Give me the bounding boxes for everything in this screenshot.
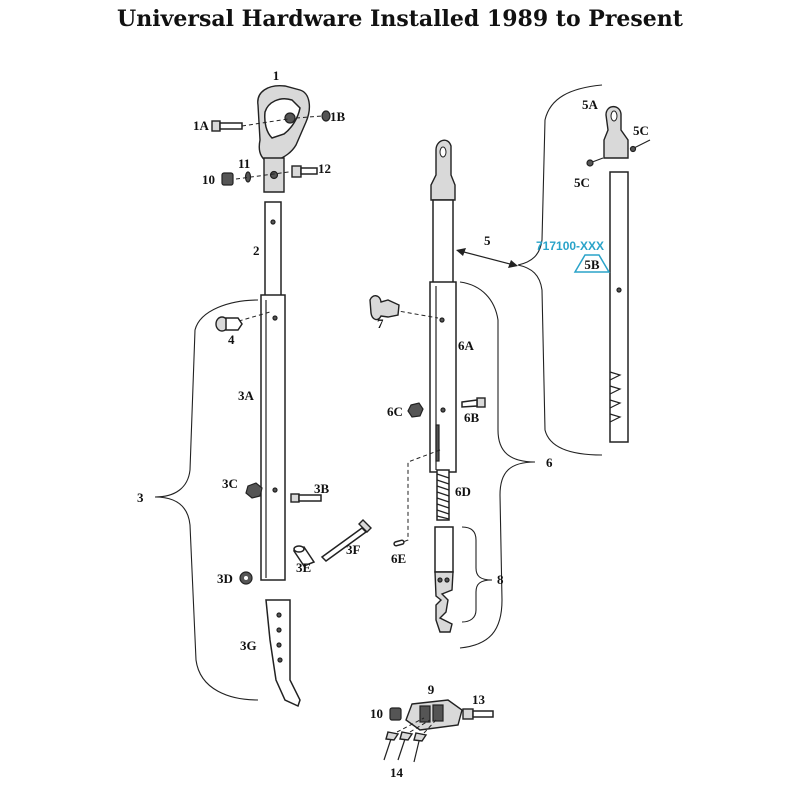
part-5b-rail [609, 171, 629, 443]
part-6e-pin [393, 539, 405, 547]
part-8-lower-fitting [434, 526, 454, 633]
label-6: 6 [546, 455, 553, 470]
arrow-5-double [456, 248, 518, 268]
label-3b: 3B [314, 481, 330, 496]
label-10-bottom: 10 [370, 706, 383, 721]
part-number-label: 717100-XXX [536, 239, 604, 253]
brace-3 [154, 299, 259, 701]
label-5a: 5A [582, 97, 599, 112]
label-11: 11 [238, 156, 250, 171]
label-1: 1 [273, 68, 280, 83]
part-5b-callout-box [573, 254, 611, 273]
label-4: 4 [228, 332, 235, 347]
label-3e: 3E [296, 560, 311, 575]
label-6d: 6D [455, 484, 471, 499]
label-14: 14 [390, 765, 404, 780]
label-6a: 6A [458, 338, 475, 353]
part-6b-bolt [461, 397, 486, 408]
part-3g-bracket [265, 599, 301, 708]
part-3f-long-bolt [320, 519, 372, 562]
part-10-nut-top [221, 172, 234, 186]
part-6c-nut [407, 402, 424, 418]
part-1a-bolt [211, 120, 243, 132]
part-10-nut-bottom [389, 707, 402, 721]
brace-6 [459, 281, 536, 649]
part-1b-nut [321, 110, 331, 122]
part-3b-bolt [290, 493, 322, 503]
part-3d-nut [239, 571, 253, 585]
label-6b: 6B [464, 410, 480, 425]
part-6d-spring [436, 469, 450, 521]
label-13: 13 [472, 692, 486, 707]
label-3: 3 [137, 490, 144, 505]
label-1a: 1A [193, 118, 210, 133]
label-5b: 5B [584, 257, 600, 272]
brace-8 [461, 526, 493, 623]
part-14-screws [383, 731, 428, 763]
label-3a: 3A [238, 388, 255, 403]
part-5-center-rail [430, 139, 456, 286]
label-5: 5 [484, 233, 491, 248]
part-11-washer [244, 171, 252, 183]
part-6a-outer-tube [429, 281, 457, 473]
label-5c-lower: 5C [574, 175, 590, 190]
label-12: 12 [318, 161, 331, 176]
label-3d: 3D [217, 571, 233, 586]
label-9: 9 [428, 682, 435, 697]
part-2-upper-tube [264, 201, 282, 303]
part-5a-top-clevis [603, 105, 629, 159]
part-4-plug [215, 316, 243, 332]
label-1b: 1B [330, 109, 346, 124]
label-5c-upper: 5C [633, 123, 649, 138]
label-8: 8 [497, 572, 504, 587]
part-5c-pin-upper [629, 139, 651, 153]
part-3e-spacer [292, 545, 316, 567]
label-3f: 3F [346, 542, 361, 557]
label-6c: 6C [387, 404, 403, 419]
part-1-top-housing [257, 85, 311, 193]
label-3g: 3G [240, 638, 257, 653]
label-3c: 3C [222, 476, 238, 491]
brace-5-right [517, 84, 603, 456]
part-3c-nut [245, 482, 263, 499]
part-7-end-cap [369, 295, 400, 321]
part-13-bolt [462, 708, 494, 720]
label-7: 7 [377, 316, 384, 331]
part-3a-main-tube [260, 294, 286, 581]
part-5c-pin-lower [586, 157, 604, 167]
label-6e: 6E [391, 551, 406, 566]
label-10-top: 10 [202, 172, 215, 187]
page-title: Universal Hardware Installed 1989 to Pre… [117, 6, 684, 32]
part-12-bolt [291, 165, 318, 178]
label-2: 2 [253, 243, 260, 258]
part-9-bottom-bracket [405, 699, 463, 731]
